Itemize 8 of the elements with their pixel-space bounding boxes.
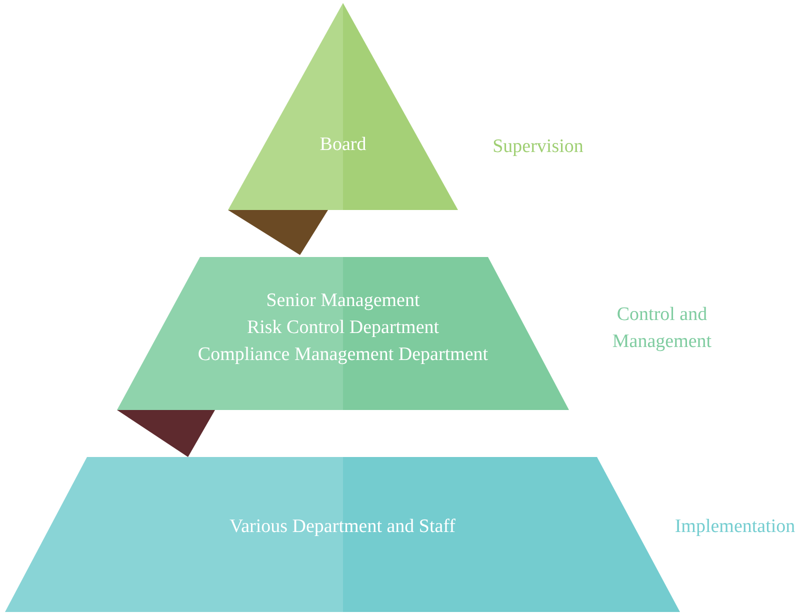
tier-label: Various Department and Staff xyxy=(229,515,456,539)
level-caption: Control and Management xyxy=(611,303,713,354)
tier-label: Compliance Management Department xyxy=(198,343,488,367)
level-caption: Supervision xyxy=(492,135,584,159)
tier-label: Board xyxy=(320,133,366,157)
level-caption: Implementation xyxy=(674,515,796,539)
tier-label: Risk Control Department xyxy=(246,316,440,340)
tier-label: Senior Management xyxy=(266,289,420,313)
